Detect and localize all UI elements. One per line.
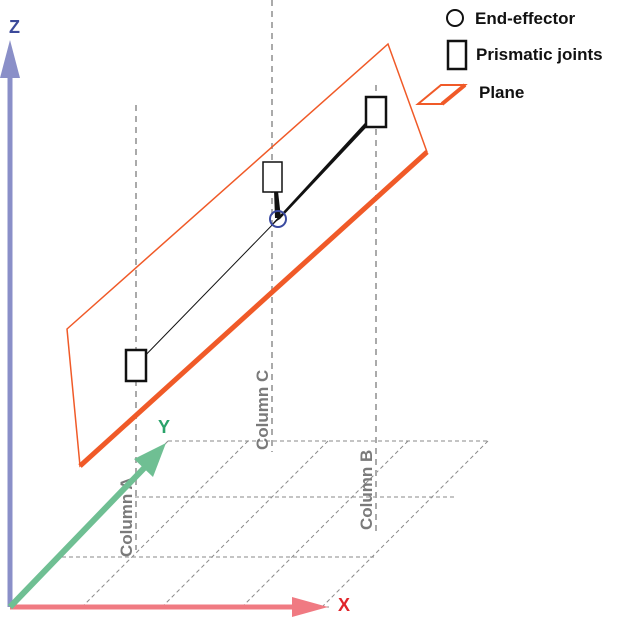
link-effector-b [272, 112, 378, 224]
z-axis-arrowhead [0, 40, 20, 78]
y-axis-line [7, 461, 151, 610]
column-b-label: Column B [357, 450, 376, 530]
links [135, 112, 378, 366]
plane-legend-icon-edge [440, 83, 467, 106]
legend-plane-label: Plane [479, 83, 524, 102]
plane [66, 42, 429, 468]
column-lines [135, 0, 377, 550]
grid-line [241, 440, 409, 608]
x-axis-label: X [338, 595, 350, 615]
plane-legend-icon [415, 84, 468, 105]
column-a-label: Column A [117, 477, 136, 557]
plane-front-edge [78, 150, 429, 468]
grid-line [161, 440, 329, 608]
grid-line [321, 440, 489, 608]
prismatic-joint-c [262, 161, 283, 193]
legend: End-effector Prismatic joints Plane [415, 9, 603, 106]
end-effector-circle [269, 210, 287, 228]
prismatic-joint-a [124, 348, 148, 383]
link-effector-c [274, 190, 281, 218]
grid-line [81, 440, 249, 608]
end-effector-legend-icon [446, 9, 464, 27]
legend-prismatic-label: Prismatic joints [476, 45, 603, 64]
prismatic-joints [124, 95, 388, 383]
column-c-label: Column C [253, 370, 272, 450]
axes [0, 40, 328, 617]
y-axis-arrowhead [134, 443, 166, 477]
link-a-effector [135, 218, 279, 366]
x-axis-arrowhead [292, 597, 328, 617]
z-axis-label: Z [9, 17, 20, 37]
legend-end-effector-label: End-effector [475, 9, 576, 28]
y-axis-label: Y [158, 417, 170, 437]
prismatic-joint-b [364, 95, 388, 129]
prismatic-joint-legend-icon [446, 39, 468, 71]
